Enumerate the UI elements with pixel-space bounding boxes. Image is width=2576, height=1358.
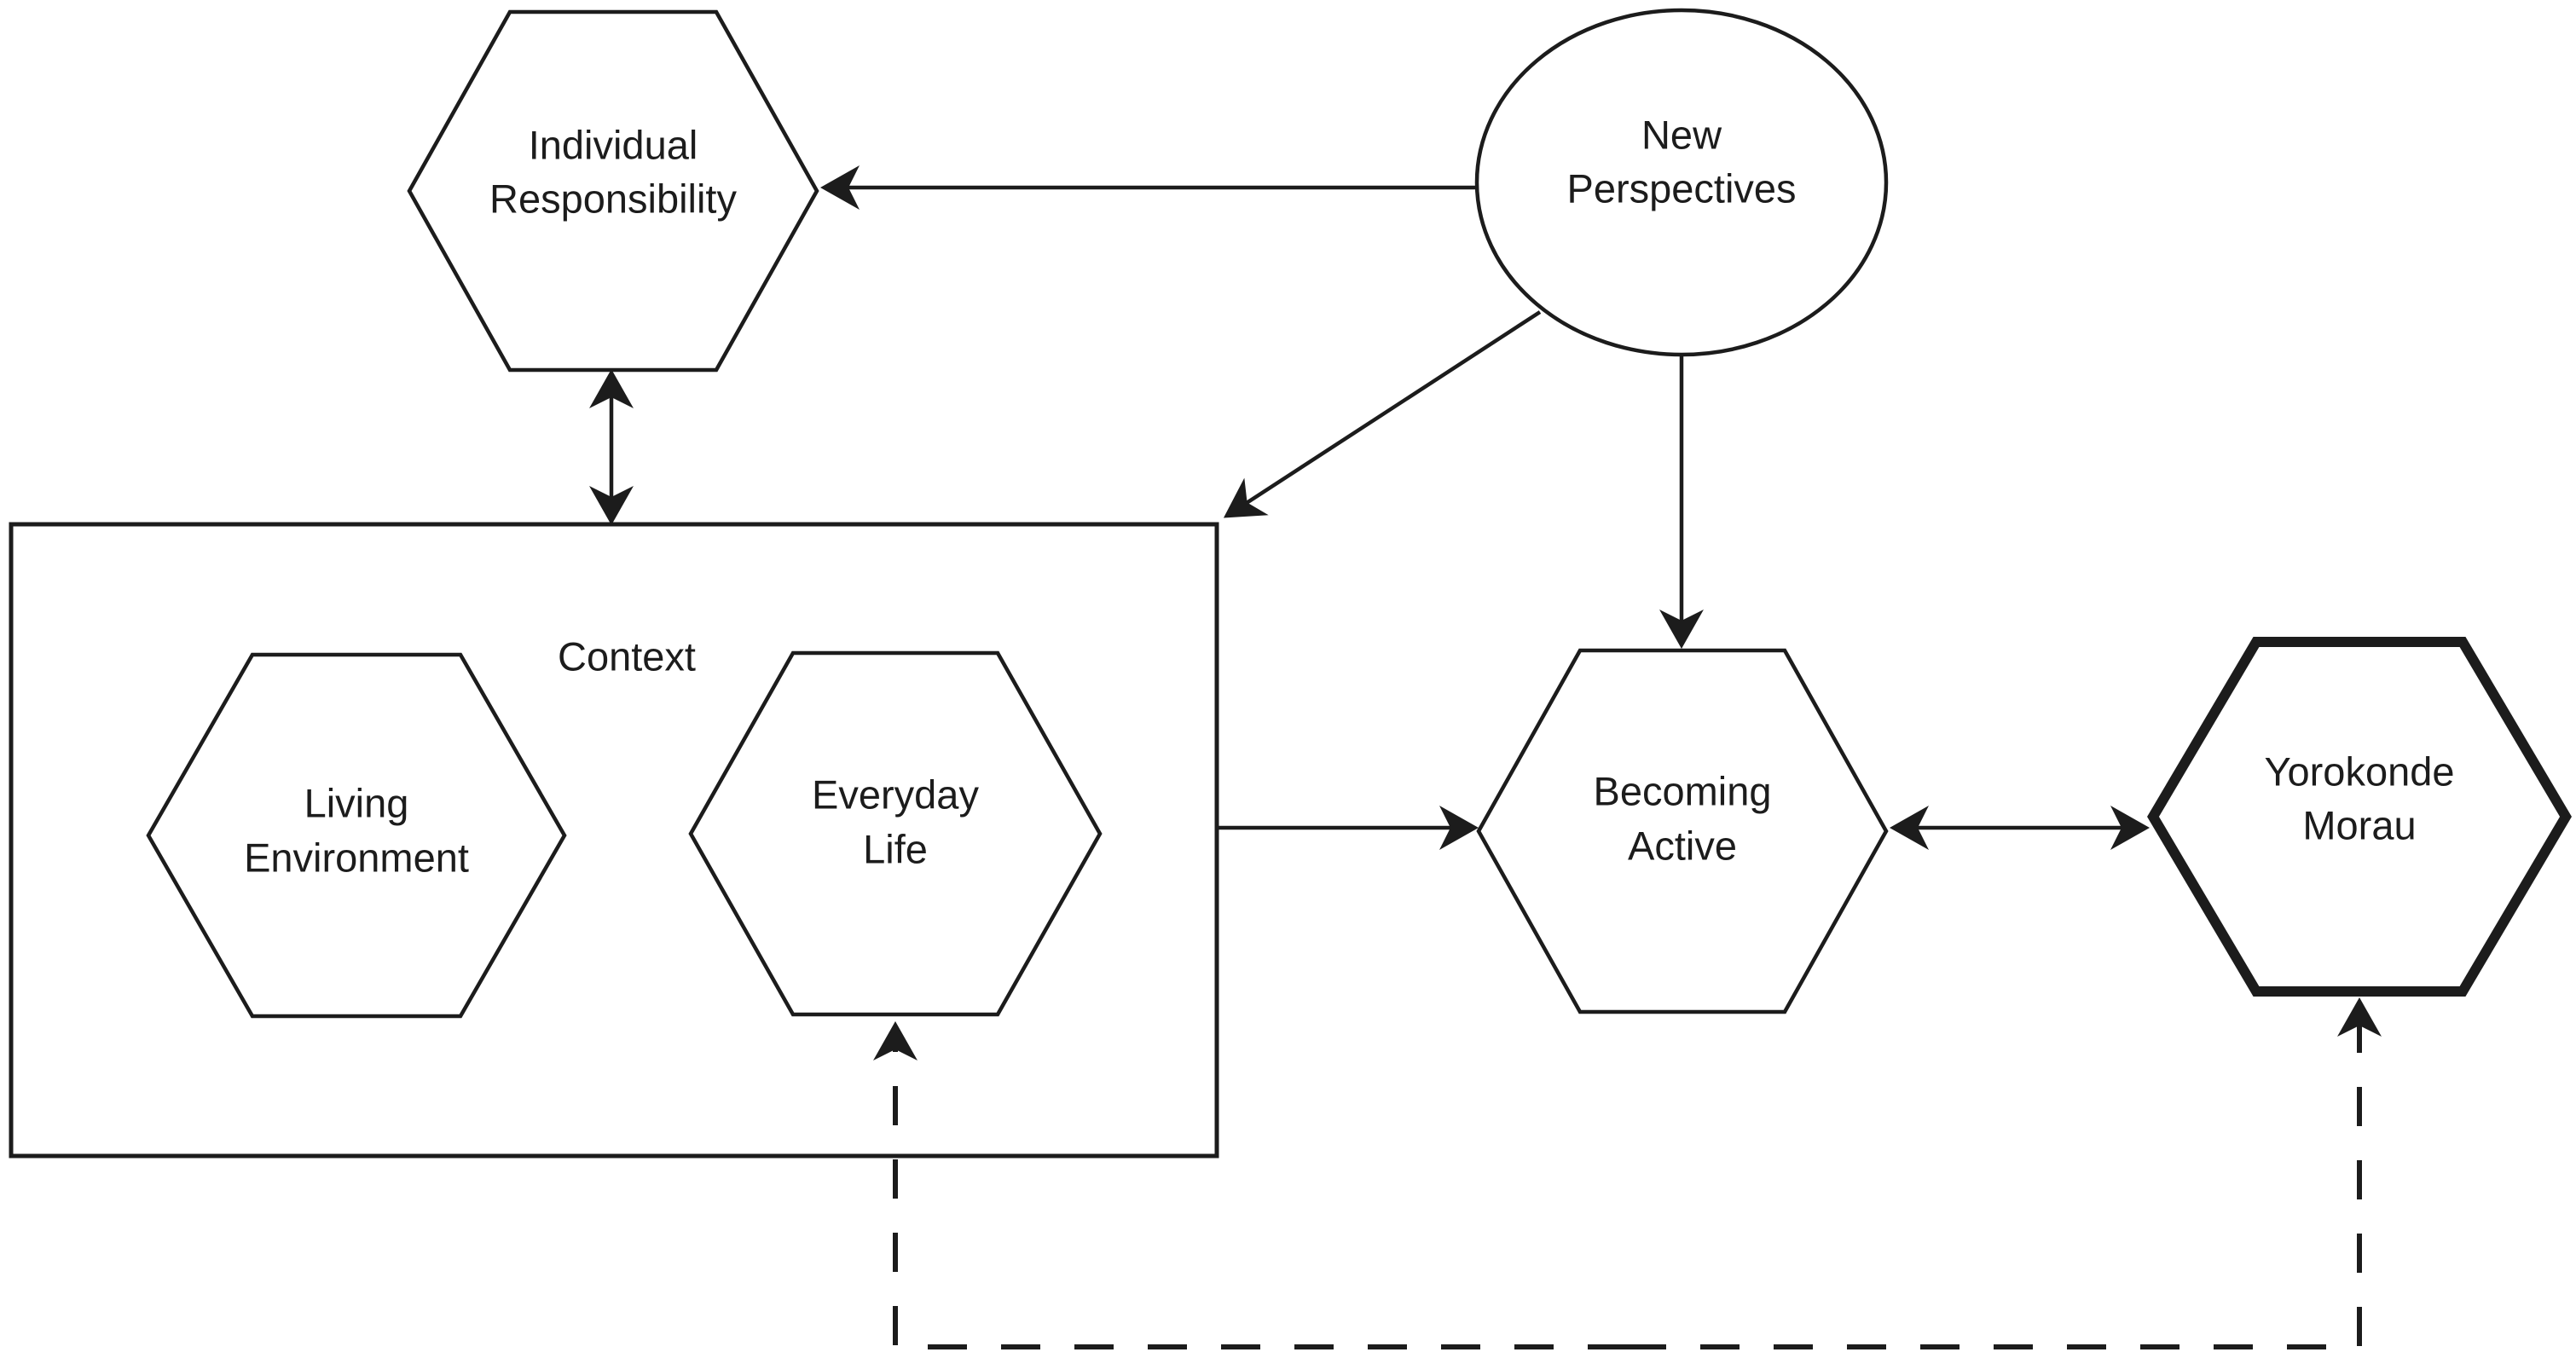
living-environment-label-line1: Living [304,781,409,826]
new-perspectives-label-line2: Perspectives [1566,166,1796,211]
everyday-life-node [688,650,1103,1017]
dashed-arrow-to-everyday-life [873,1021,1627,1349]
becoming-active-label-line1: Becoming [1594,769,1772,814]
everyday-life-label-line1: Everyday [812,772,979,818]
yorokonde-morau-label-line2: Morau [2302,803,2416,848]
yorokonde-morau-node [2147,637,2572,997]
dashed-arrow-to-yorokonde-morau [1627,997,2382,1349]
becoming-active-label-line2: Active [1628,823,1737,869]
individual-responsibility-node [407,9,819,373]
living-environment-label-line2: Environment [244,835,469,881]
living-environment-node [146,652,567,1019]
individual-responsibility-label-line2: Responsibility [489,176,737,222]
individual-responsibility-label-line1: Individual [529,123,698,168]
yorokonde-morau-label-line1: Yorokonde [2264,749,2454,795]
context-label: Context [558,634,696,679]
everyday-life-label-line2: Life [863,827,928,872]
new-perspectives-node [1474,8,1889,357]
becoming-active-node [1476,648,1889,1014]
arrow-new-perspectives-to-context [1223,310,1542,518]
new-perspectives-label-line1: New [1641,113,1722,158]
